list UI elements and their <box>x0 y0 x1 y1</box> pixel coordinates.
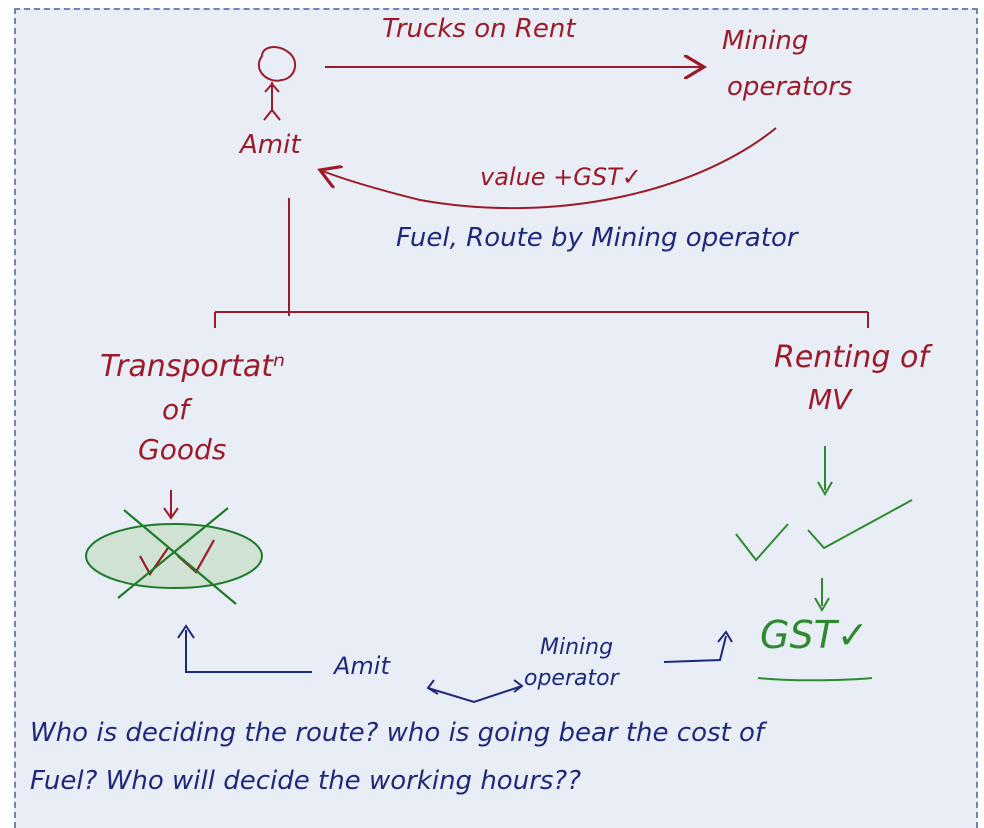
right-green-arrows <box>735 446 913 682</box>
value-gst-label: value +GST✓ <box>480 163 642 191</box>
mining-label: Mining <box>722 26 809 56</box>
bottom-operator-label: operator <box>524 666 619 691</box>
left-branch-line-1: Transportatⁿ <box>100 349 285 384</box>
trucks-on-rent-label: Trucks on Rent <box>382 14 576 44</box>
amit-label: Amit <box>240 130 301 160</box>
left-branch-line-2: of <box>162 393 189 426</box>
bottom-mining-label: Mining <box>540 635 614 660</box>
right-branch-line-1: Renting of <box>774 340 929 375</box>
left-branch-line-3: Goods <box>138 433 227 466</box>
question-line-2: Fuel? Who will decide the working hours?… <box>30 766 582 796</box>
whiteboard-frame <box>14 8 978 828</box>
left-down-arrow <box>163 490 179 520</box>
branch-tree <box>214 198 869 328</box>
bottom-amit-label: Amit <box>334 652 390 680</box>
question-line-1: Who is deciding the route? who is going … <box>30 718 765 748</box>
person-icon <box>257 46 297 121</box>
return-arrow <box>320 127 777 210</box>
right-branch-line-2: MV <box>808 383 852 416</box>
cross-icon <box>117 507 237 605</box>
operators-label: operators <box>727 72 853 102</box>
highlight-ellipse <box>85 523 263 589</box>
fuel-route-note: Fuel, Route by Mining operator <box>396 223 798 253</box>
gst-label: GST✓ <box>760 613 869 657</box>
bottom-blue-connectors <box>177 624 733 704</box>
